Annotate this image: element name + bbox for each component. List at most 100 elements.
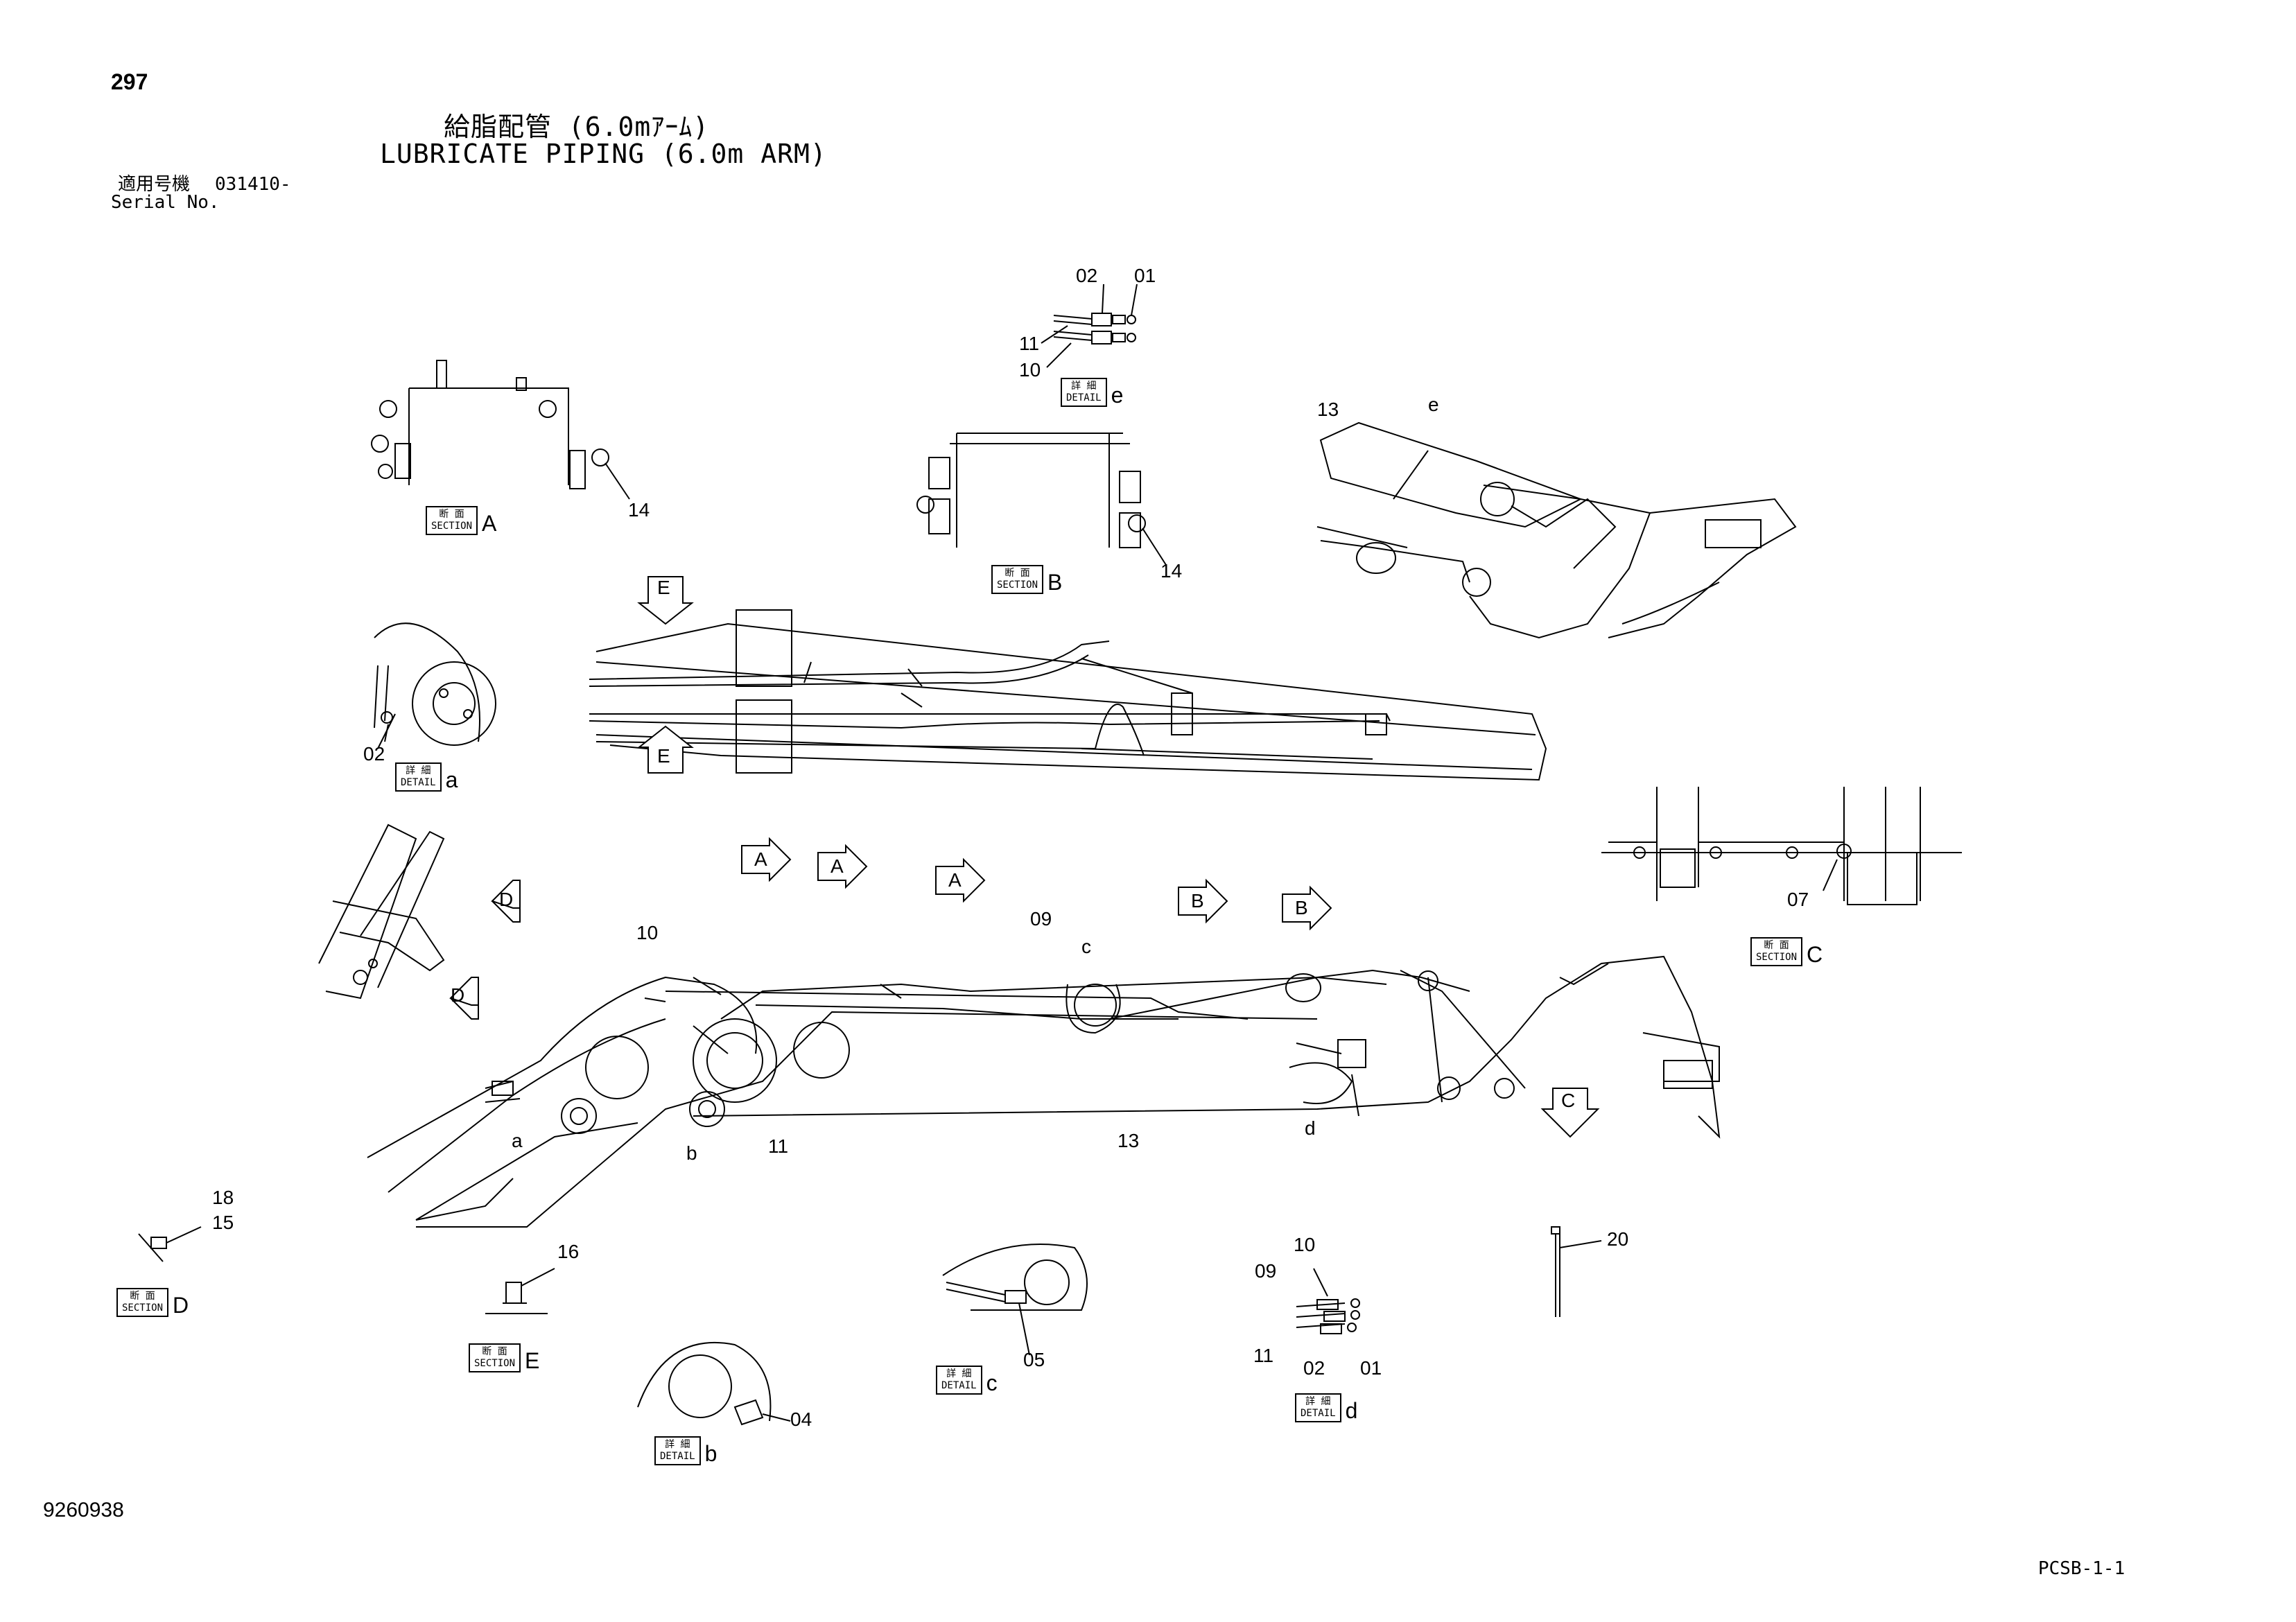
detail-b-view	[638, 1343, 790, 1424]
callout-detail-e-01: 01	[1134, 265, 1156, 286]
arrow-b2-label: B	[1295, 897, 1308, 918]
arm-bucket-view	[1317, 423, 1795, 638]
serial-value: 031410-	[215, 174, 291, 195]
callout-section-b-14: 14	[1160, 560, 1183, 582]
tag-letter: a	[445, 767, 458, 792]
callout-main-11: 11	[768, 1135, 789, 1157]
tag-en: DETAIL	[660, 1451, 695, 1462]
tag-en: SECTION	[122, 1302, 164, 1314]
section-d-view	[319, 825, 444, 998]
callout-detail-c-05: 05	[1023, 1349, 1045, 1370]
tag-en: DETAIL	[401, 777, 436, 788]
arrow-a1-label: A	[754, 848, 767, 870]
document-number: 9260938	[43, 1499, 124, 1521]
arrow-b1	[1179, 880, 1227, 922]
arrow-a1	[742, 839, 790, 880]
tag-jp: 断 面	[130, 1291, 155, 1302]
detail-d-view	[1296, 1268, 1359, 1334]
callout-section-d-18: 18	[212, 1187, 234, 1208]
title-japanese: 給脂配管 (6.0mｱｰﾑ)	[444, 112, 710, 142]
callout-arm-e: e	[1428, 394, 1439, 415]
arm-side-view	[589, 610, 1546, 780]
callout-detail-b-04: 04	[790, 1409, 812, 1430]
callout-main-c: c	[1081, 936, 1091, 957]
serial-label-en: Serial No.	[111, 192, 220, 213]
tag-letter: b	[704, 1441, 718, 1466]
tag-jp: 詳 細	[946, 1368, 972, 1379]
section-e-small	[485, 1268, 555, 1314]
tag-jp: 詳 細	[1305, 1396, 1331, 1407]
tag-jp: 詳 細	[1071, 381, 1097, 392]
tag-jp: 詳 細	[665, 1439, 690, 1450]
tag-letter: E	[525, 1348, 540, 1373]
tag-letter: A	[482, 511, 497, 536]
tag-jp: 断 面	[439, 509, 464, 520]
tag-letter: D	[173, 1293, 189, 1318]
detail-c-view	[943, 1244, 1087, 1355]
callout-detail-e-10: 10	[1019, 359, 1041, 381]
callout-arm-13: 13	[1317, 399, 1339, 420]
tag-letter: B	[1047, 570, 1063, 595]
callout-main-d: d	[1305, 1117, 1316, 1139]
tag-letter: e	[1111, 383, 1124, 408]
arrow-d2	[451, 977, 478, 1019]
title-english: LUBRICATE PIPING (6.0m ARM)	[380, 139, 827, 169]
tag-letter: C	[1807, 942, 1823, 967]
callout-section-a-14: 14	[628, 499, 650, 521]
arrow-d1	[492, 880, 520, 922]
callout-detail-d-10: 10	[1294, 1234, 1316, 1255]
callout-detail-d-09: 09	[1255, 1260, 1277, 1282]
tag-letter: d	[1345, 1398, 1358, 1423]
arrow-a2	[818, 846, 867, 887]
arrow-a2-label: A	[830, 855, 844, 877]
tag-en: DETAIL	[941, 1380, 977, 1391]
arrow-c1-label: C	[1561, 1090, 1576, 1111]
callout-section-e-16: 16	[557, 1241, 580, 1262]
arrow-d2-label: D	[451, 984, 465, 1006]
tag-en: DETAIL	[1301, 1408, 1336, 1419]
callout-cable-tie-20: 20	[1607, 1228, 1629, 1250]
callout-detail-a-02: 02	[363, 743, 385, 765]
arrow-e-bottom-label: E	[657, 745, 670, 767]
tag-jp: 断 面	[1004, 568, 1030, 579]
cable-tie-20	[1551, 1227, 1601, 1317]
tag-en: SECTION	[1756, 952, 1798, 963]
callout-detail-d-01: 01	[1360, 1357, 1382, 1379]
detail-a-view	[374, 623, 496, 749]
tag-jp: 断 面	[482, 1346, 507, 1357]
serial-label-jp: 適用号機	[118, 174, 191, 195]
detail-e-fittings	[1041, 284, 1137, 367]
section-b-view	[917, 433, 1166, 565]
callout-main-09: 09	[1030, 908, 1052, 930]
arrow-b1-label: B	[1191, 890, 1204, 912]
callout-main-10: 10	[636, 922, 659, 943]
tag-en: SECTION	[997, 579, 1038, 591]
tag-jp: 断 面	[1764, 940, 1789, 951]
callout-section-c-07: 07	[1787, 889, 1809, 910]
tag-en: SECTION	[431, 521, 473, 532]
arrow-a3-label: A	[948, 869, 962, 891]
callout-main-a: a	[512, 1130, 523, 1151]
callout-detail-e-11: 11	[1019, 333, 1040, 354]
callout-detail-d-02: 02	[1303, 1357, 1325, 1379]
arrow-c1	[1542, 1088, 1598, 1137]
arrow-e-top-label: E	[657, 577, 670, 598]
section-a-view	[372, 360, 629, 499]
page-number: 297	[111, 69, 148, 94]
callout-detail-d-11: 11	[1253, 1345, 1274, 1366]
arrow-a3	[936, 860, 984, 901]
section-c-view	[1601, 787, 1962, 905]
main-excavator-arm-view	[367, 957, 1719, 1227]
tag-en: SECTION	[474, 1358, 516, 1369]
arrow-b2	[1282, 887, 1331, 929]
